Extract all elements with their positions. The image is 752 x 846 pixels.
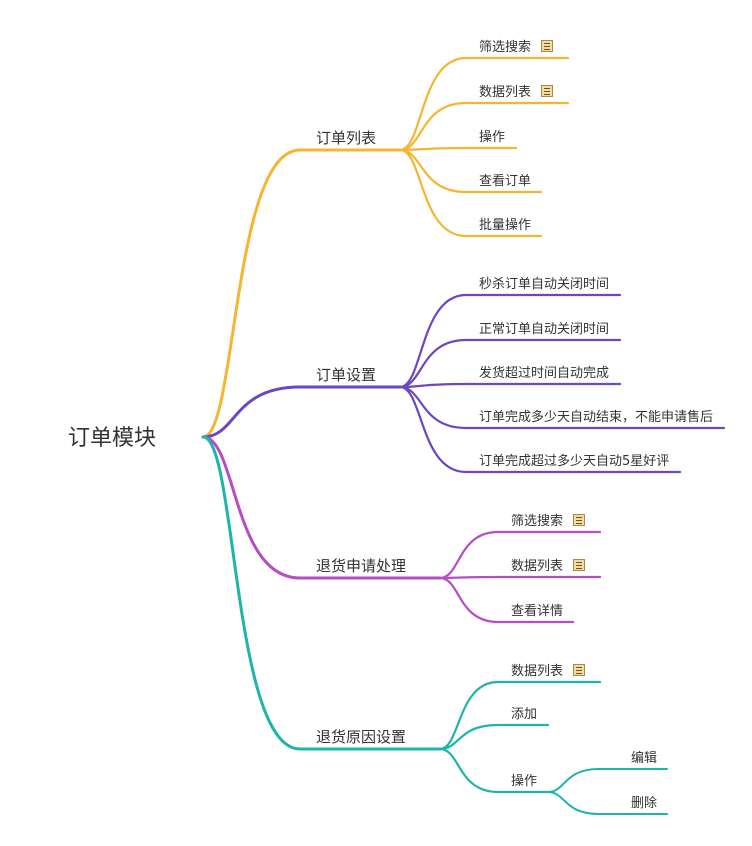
note-icon[interactable]: [541, 85, 554, 97]
child-node[interactable]: 发货超过时间自动完成: [479, 366, 609, 382]
child-node[interactable]: 筛选搜索: [479, 40, 554, 56]
child-node[interactable]: 数据列表: [479, 85, 554, 101]
child-connector: [438, 576, 575, 624]
note-icon[interactable]: [573, 664, 586, 676]
child-node[interactable]: 数据列表: [511, 559, 586, 575]
child-node-text: 数据列表: [479, 85, 532, 100]
child-node-text: 筛选搜索: [511, 514, 564, 529]
child-node[interactable]: 操作: [511, 774, 537, 790]
child-connector: [398, 385, 682, 474]
branch-node[interactable]: 退货原因设置: [316, 729, 406, 745]
child-connector: [438, 723, 550, 751]
child-node[interactable]: 批量操作: [479, 218, 531, 234]
branch-node[interactable]: 订单设置: [316, 367, 376, 383]
child-node-text: 操作: [511, 774, 538, 789]
child-node[interactable]: 添加: [511, 707, 537, 723]
child-connector: [398, 148, 543, 194]
grandchild-node-text: 编辑: [631, 751, 658, 766]
child-connector: [398, 338, 622, 389]
child-node[interactable]: 正常订单自动关闭时间: [479, 322, 609, 338]
branch-node[interactable]: 退货申请处理: [316, 558, 406, 574]
grandchild-connector: [547, 768, 668, 793]
child-node-text: 查看详情: [511, 604, 564, 619]
child-node-text: 秒杀订单自动关闭时间: [479, 277, 610, 292]
child-node[interactable]: 数据列表: [511, 664, 586, 680]
child-node-text: 发货超过时间自动完成: [479, 366, 610, 381]
child-connector: [398, 148, 543, 238]
child-node-text: 正常订单自动关闭时间: [479, 322, 610, 337]
child-node[interactable]: 筛选搜索: [511, 514, 586, 530]
child-node-text: 数据列表: [511, 664, 564, 679]
child-node[interactable]: 秒杀订单自动关闭时间: [479, 277, 609, 293]
child-connector: [398, 293, 622, 389]
branch-node-text: 订单设置: [316, 366, 377, 384]
grandchild-connector: [547, 791, 668, 815]
branch-connector: [201, 435, 442, 751]
note-icon[interactable]: [573, 559, 586, 571]
branch-node-text: 退货原因设置: [316, 728, 407, 746]
branch-connector: [201, 148, 402, 439]
branch-connector: [201, 435, 442, 580]
child-node-text: 操作: [479, 130, 506, 145]
branch-node-text: 订单列表: [316, 129, 377, 147]
child-node[interactable]: 订单完成超过多少天自动5星好评: [479, 454, 669, 470]
branch-node[interactable]: 订单列表: [316, 130, 376, 146]
child-node[interactable]: 查看详情: [511, 604, 563, 620]
child-connector: [398, 146, 518, 152]
child-connector: [398, 385, 726, 430]
note-icon[interactable]: [541, 40, 554, 52]
child-node[interactable]: 操作: [479, 130, 505, 146]
branch-connector: [201, 385, 402, 439]
child-node[interactable]: 订单完成多少天自动结束，不能申请售后: [479, 410, 713, 426]
child-connector: [398, 382, 622, 389]
branch-node-text: 退货申请处理: [316, 557, 407, 575]
root-node[interactable]: 订单模块: [68, 426, 157, 451]
child-connector: [398, 56, 570, 152]
child-connector: [398, 101, 570, 152]
child-node[interactable]: 查看订单: [479, 174, 531, 190]
child-connector: [438, 680, 602, 751]
grandchild-node-text: 删除: [631, 796, 658, 811]
note-icon[interactable]: [573, 514, 586, 526]
child-node-text: 数据列表: [511, 559, 564, 574]
child-connector: [438, 575, 602, 580]
child-node-text: 订单完成超过多少天自动5星好评: [479, 454, 670, 469]
grandchild-node[interactable]: 编辑: [631, 751, 657, 767]
child-node-text: 筛选搜索: [479, 40, 532, 55]
child-node-text: 查看订单: [479, 174, 532, 189]
grandchild-node[interactable]: 删除: [631, 796, 657, 812]
child-connector: [438, 747, 550, 794]
child-node-text: 批量操作: [479, 218, 532, 233]
child-node-text: 添加: [511, 707, 538, 722]
child-node-text: 订单完成多少天自动结束，不能申请售后: [479, 410, 714, 425]
child-connector: [438, 530, 602, 580]
